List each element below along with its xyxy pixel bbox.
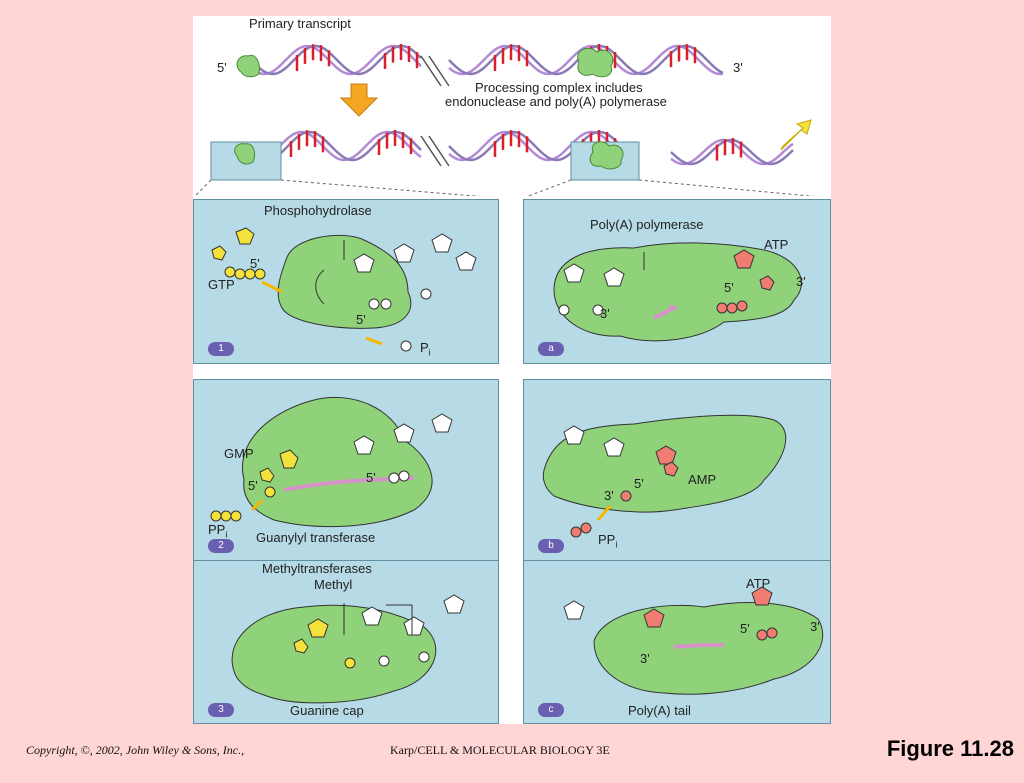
guanylyl-transferase-label: Guanylyl transferase — [256, 530, 376, 545]
five-prime-label: 5' — [634, 476, 644, 491]
amp-label: AMP — [688, 472, 717, 487]
figure-area: Primary transcript 5' 3' Processing comp… — [193, 16, 831, 724]
panel-b: AMP 5' 3' PPi b — [523, 379, 831, 561]
five-prime-end-label: 5' — [217, 60, 227, 75]
gmp-label: GMP — [224, 446, 254, 461]
polya-tail-caption: Poly(A) tail — [628, 703, 691, 718]
three-prime-label: 3' — [810, 619, 820, 634]
figure-number: Figure 11.28 — [886, 736, 1014, 761]
transcript-schematic — [194, 44, 816, 196]
step-badge-2: 2 — [208, 539, 234, 553]
panel-3: Methyltransferases Methyl Guanine cap 3 — [193, 560, 499, 724]
copyright-text: Copyright, ©, 2002, John Wiley & Sons, I… — [26, 743, 245, 757]
step-badge-a: a — [538, 342, 564, 356]
primary-transcript-helix — [250, 44, 724, 76]
methyltransferases-label: Methyltransferases — [262, 561, 372, 576]
five-prime-label: 5' — [724, 280, 734, 295]
polya-polymerase-label: Poly(A) polymerase — [590, 217, 704, 232]
three-prime-label-2: 3' — [640, 651, 650, 666]
atp-label: ATP — [746, 576, 771, 591]
three-prime-label: 3' — [604, 488, 614, 503]
atp-label: ATP — [764, 237, 789, 252]
ppi-label: PPi — [208, 522, 228, 540]
primary-transcript-label: Primary transcript — [249, 16, 351, 31]
panel-c: ATP 5' 3' 3' Poly(A) tail c — [523, 560, 831, 724]
three-prime-label: 3' — [796, 274, 806, 289]
step-badge-3: 3 — [208, 703, 234, 717]
release-arrow — [780, 119, 812, 151]
ppi-label: PPi — [598, 532, 618, 550]
pi-label: Pi — [420, 340, 431, 358]
gtp-label: GTP — [208, 277, 235, 292]
processing-complex-blob — [577, 47, 614, 78]
panel-a: Poly(A) polymerase ATP 5' 3' 3' a — [523, 199, 831, 364]
five-prime-label-2: 5' — [356, 312, 366, 327]
methyl-label: Methyl — [314, 577, 353, 592]
book-title: Karp/CELL & MOLECULAR BIOLOGY 3E — [390, 743, 610, 757]
three-prime-label-2: 3' — [600, 306, 610, 321]
cleaved-transcript-helix — [244, 130, 794, 166]
three-prime-end-label: 3' — [733, 60, 743, 75]
step-badge-1: 1 — [208, 342, 234, 356]
five-prime-label: 5' — [740, 621, 750, 636]
process-arrow — [339, 83, 379, 117]
cap-enzyme-blob — [236, 54, 260, 78]
phosphohydrolase-label: Phosphohydrolase — [264, 203, 372, 218]
panel-2: GMP 5' 5' PPi Guanylyl transferase 2 — [193, 379, 499, 561]
five-prime-label: 5' — [248, 478, 258, 493]
processing-complex-label: Processing complex includes — [475, 80, 643, 95]
five-prime-label: 5' — [250, 256, 260, 271]
processing-complex-label-2: endonuclease and poly(A) polymerase — [445, 94, 667, 109]
step-badge-c: c — [538, 703, 564, 717]
panel-1: Phosphohydrolase 5' GTP 5' Pi 1 — [193, 199, 499, 364]
guanine-cap-caption: Guanine cap — [290, 703, 364, 718]
step-badge-b: b — [538, 539, 564, 553]
five-prime-label-2: 5' — [366, 470, 376, 485]
